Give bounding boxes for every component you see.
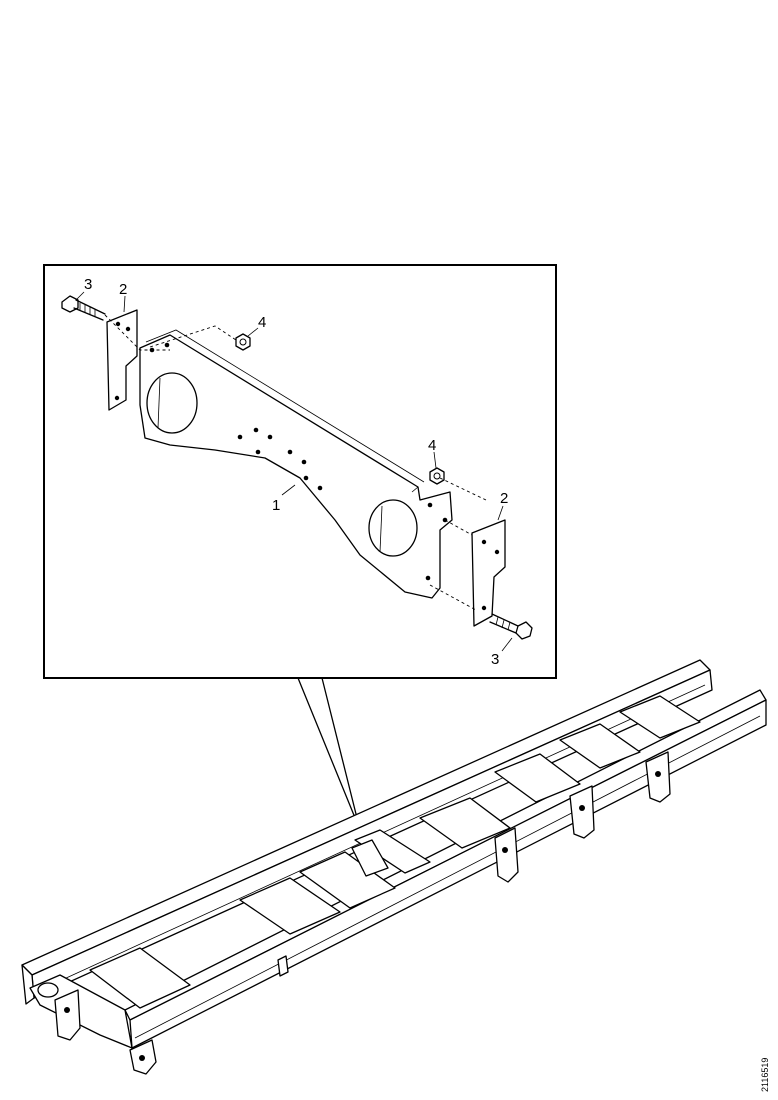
bolt-right (489, 613, 533, 640)
callout-labels: 3 2 4 1 4 2 3 (84, 276, 508, 668)
cross-member-part (139, 329, 453, 599)
spring-hangers (54, 751, 671, 1075)
drawing-reference-code: 2116519 (760, 1058, 770, 1092)
leader-lines (75, 291, 513, 652)
callout-2-bottom: 2 (500, 490, 508, 507)
bracket-plate-left (106, 309, 138, 411)
bolt-left (61, 295, 106, 321)
bolt-hole-pattern (149, 342, 448, 581)
callout-1: 1 (272, 497, 280, 514)
side-rail-far (124, 689, 767, 1021)
callout-2-top: 2 (119, 281, 127, 298)
bracket-plate-right (471, 519, 506, 627)
callout-4-top: 4 (258, 314, 266, 331)
cross-members (89, 695, 701, 1009)
callout-3-top: 3 (84, 276, 92, 293)
nut-upper (235, 333, 251, 351)
detail-inset: 3 2 4 1 4 2 3 (43, 264, 557, 679)
inset-pointer (297, 677, 361, 831)
chassis-frame (21, 659, 767, 1075)
callout-4-bottom: 4 (428, 437, 436, 454)
callout-3-bottom: 3 (491, 651, 499, 668)
assembly-centerlines (104, 314, 487, 611)
nut-lower (429, 467, 445, 485)
cross-member-location (351, 839, 389, 877)
